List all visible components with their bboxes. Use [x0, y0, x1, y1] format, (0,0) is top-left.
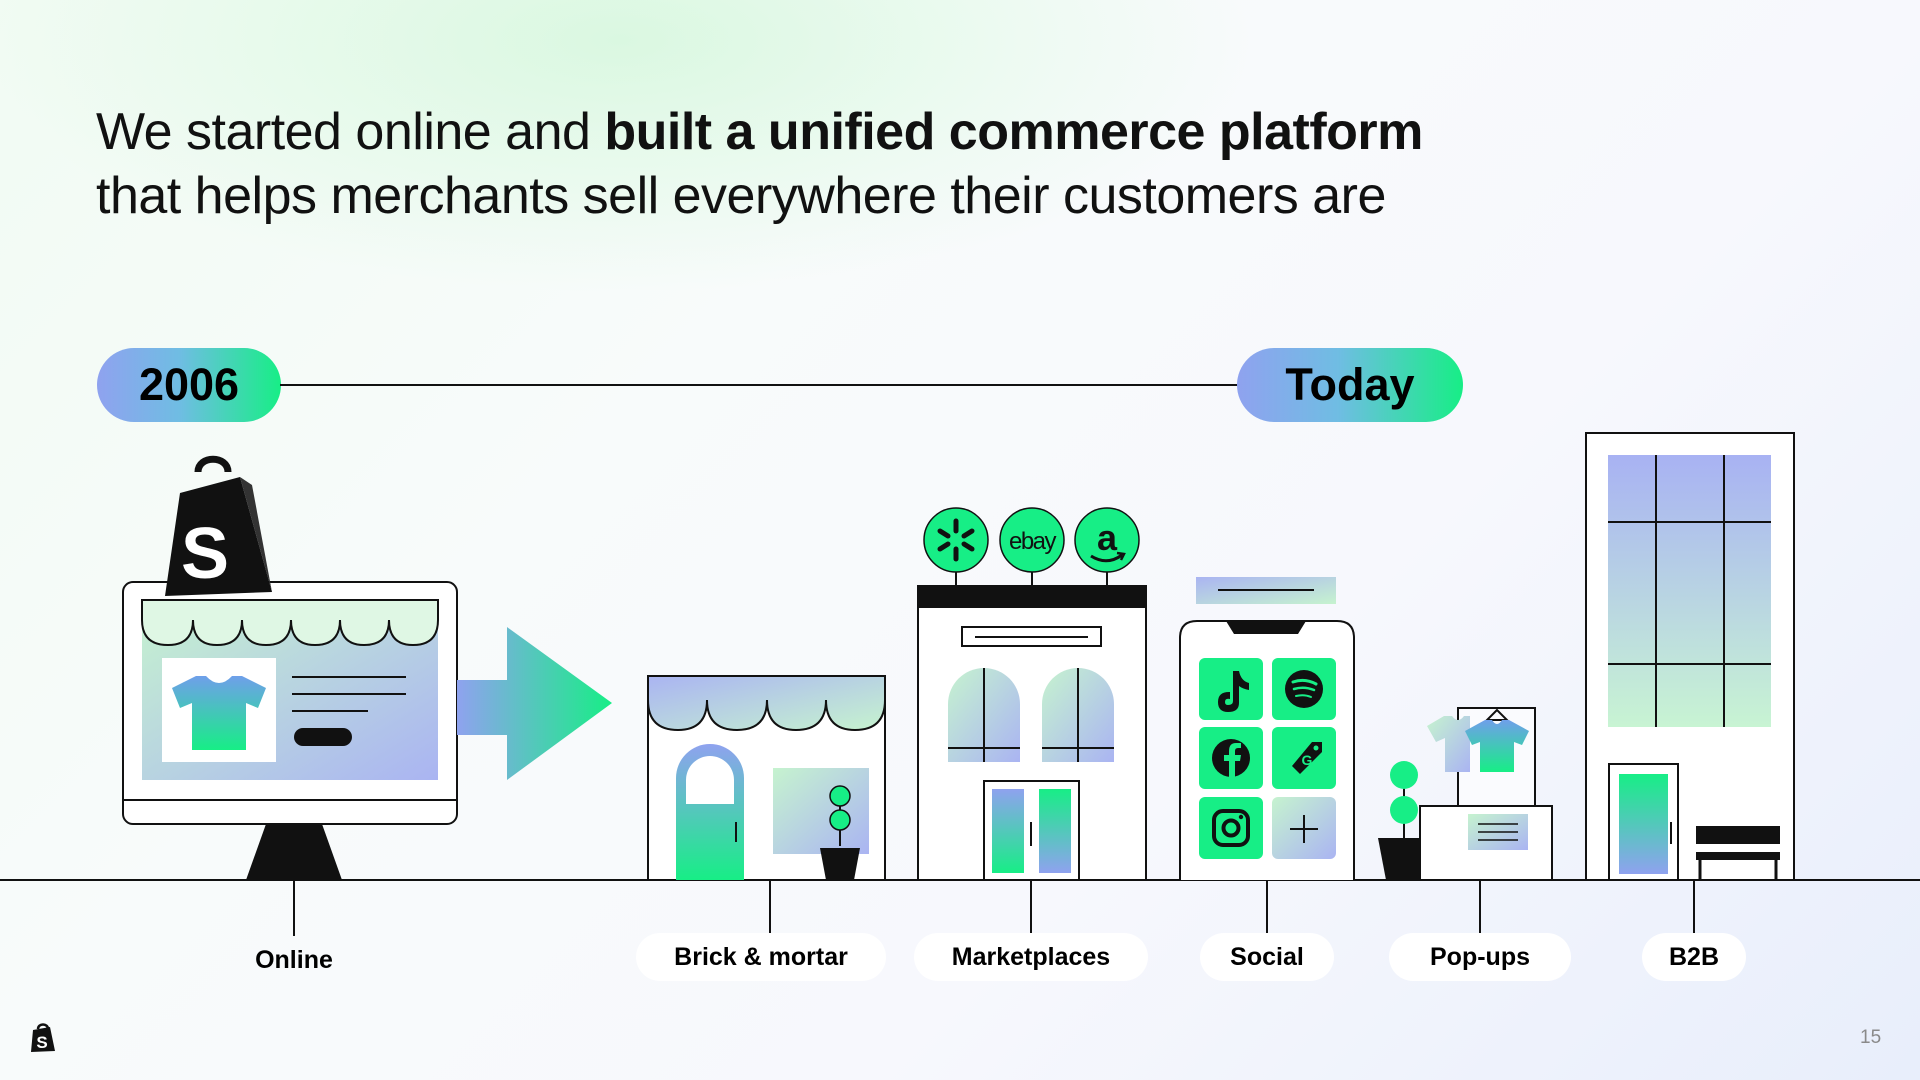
b2b-building	[1585, 432, 1795, 881]
plus-icon	[1272, 797, 1336, 859]
store-window	[773, 768, 869, 854]
arrow-right-icon	[457, 627, 612, 780]
shopify-bag-icon: S	[165, 455, 272, 596]
svg-text:G: G	[1302, 752, 1313, 768]
headline-line-1: We started online and built a unified co…	[96, 100, 1696, 164]
monitor-stand	[246, 824, 342, 880]
ebay-wordmark: ebay	[1009, 528, 1057, 555]
building-windows	[1608, 455, 1771, 727]
marketplaces-building: ebay a	[917, 507, 1147, 881]
page-number: 15	[1860, 1027, 1882, 1048]
label-brick-mortar: Brick & mortar	[636, 933, 886, 981]
headline-line-2: that helps merchants sell everywhere the…	[96, 167, 1386, 225]
label-online: Online	[255, 945, 333, 974]
bench-icon	[1696, 826, 1780, 880]
popup-stand	[1378, 707, 1553, 881]
plant-pot-icon	[820, 848, 860, 880]
headline-text: We started online and	[96, 103, 605, 161]
tshirt-icon	[1465, 720, 1529, 772]
brick-mortar-store	[647, 675, 886, 881]
label-connectors	[293, 880, 1695, 936]
tiktok-icon	[1199, 658, 1263, 720]
walmart-icon	[923, 507, 989, 573]
buy-button-graphic	[294, 728, 352, 746]
amazon-icon: a	[1074, 507, 1140, 573]
shopify-bag-letter: S	[181, 514, 229, 594]
facebook-icon	[1199, 727, 1263, 789]
spotify-icon	[1272, 658, 1336, 720]
headline-bold: built a unified commerce platform	[604, 103, 1423, 161]
label-b2b: B2B	[1642, 933, 1746, 981]
timeline-line	[280, 384, 1240, 386]
shopify-logo-icon: S	[31, 1023, 55, 1052]
amazon-letter: a	[1097, 517, 1118, 558]
ebay-icon: ebay	[999, 507, 1065, 573]
screen-awning	[141, 599, 439, 647]
online-storefront: S	[122, 455, 458, 880]
store-awning	[647, 675, 886, 732]
footer-logo-letter: S	[36, 1033, 47, 1052]
instagram-icon	[1199, 797, 1263, 859]
label-marketplaces: Marketplaces	[914, 933, 1148, 981]
plant-pot-icon	[1378, 838, 1432, 880]
label-popups: Pop-ups	[1389, 933, 1571, 981]
headline: We started online and built a unified co…	[96, 100, 1696, 228]
google-shopping-icon: G	[1272, 727, 1336, 789]
timeline-end-pill: Today	[1237, 348, 1463, 422]
social-phone: G	[1179, 577, 1355, 880]
timeline-start-pill: 2006	[97, 348, 281, 422]
label-social: Social	[1200, 933, 1334, 981]
tshirt-icon	[172, 676, 266, 750]
